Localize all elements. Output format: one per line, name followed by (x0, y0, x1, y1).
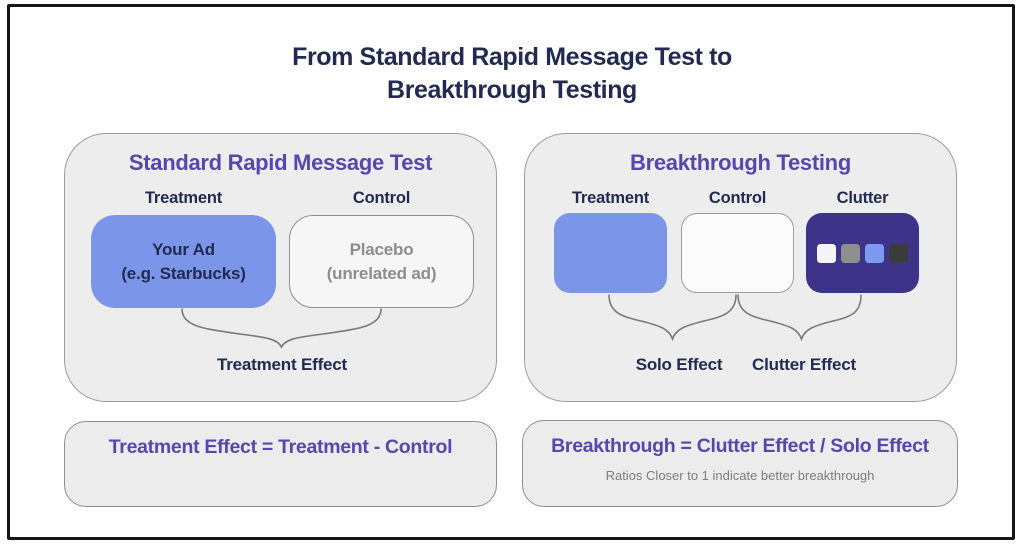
breakthrough-control-box (681, 213, 794, 293)
treatment-effect-formula-box: Treatment Effect = Treatment - Control (64, 421, 497, 507)
clutter-ad-square-white (817, 243, 836, 263)
left-treatment-column-label: Treatment (144, 189, 223, 207)
right-clutter-column-label: Clutter (836, 189, 889, 207)
breakthrough-testing-panel: Breakthrough Testing Treatment Control C… (524, 133, 957, 402)
breakthrough-formula-box: Breakthrough = Clutter Effect / Solo Eff… (522, 420, 958, 507)
control-ad-line1: Placebo (349, 239, 414, 259)
breakthrough-formula-note: Ratios Closer to 1 indicate better break… (605, 468, 875, 483)
breakthrough-panel-title: Breakthrough Testing (630, 150, 851, 175)
treatment-ad-box: Your Ad (e.g. Starbucks) (91, 215, 276, 308)
left-control-column-label: Control (352, 189, 411, 207)
clutter-ad-square-dark (889, 243, 908, 263)
standard-test-panel-title: Standard Rapid Message Test (128, 150, 433, 175)
clutter-ad-square-blue (865, 243, 884, 263)
solo-effect-label: Solo Effect (635, 355, 723, 374)
main-title-line1: From Standard Rapid Message Test to (292, 43, 732, 71)
right-treatment-column-label: Treatment (571, 189, 650, 207)
right-control-column-label: Control (708, 189, 767, 207)
clutter-ad-square-gray (841, 243, 860, 263)
treatment-ad-line1: Your Ad (152, 239, 215, 259)
treatment-effect-label: Treatment Effect (216, 355, 348, 374)
treatment-ad-line2: (e.g. Starbucks) (121, 263, 246, 283)
clutter-reel-box (806, 213, 919, 293)
treatment-effect-formula: Treatment Effect = Treatment - Control (108, 436, 453, 458)
standard-test-panel: Standard Rapid Message Test Treatment Co… (64, 133, 497, 402)
control-ad-box: Placebo (unrelated ad) (289, 215, 474, 308)
main-title-line2: Breakthrough Testing (387, 76, 637, 104)
main-title: From Standard Rapid Message Test to Brea… (0, 41, 1024, 107)
breakthrough-treatment-box (554, 213, 667, 293)
clutter-effect-label: Clutter Effect (752, 355, 856, 374)
breakthrough-formula: Breakthrough = Clutter Effect / Solo Eff… (551, 435, 929, 457)
control-ad-line2: (unrelated ad) (326, 263, 437, 283)
